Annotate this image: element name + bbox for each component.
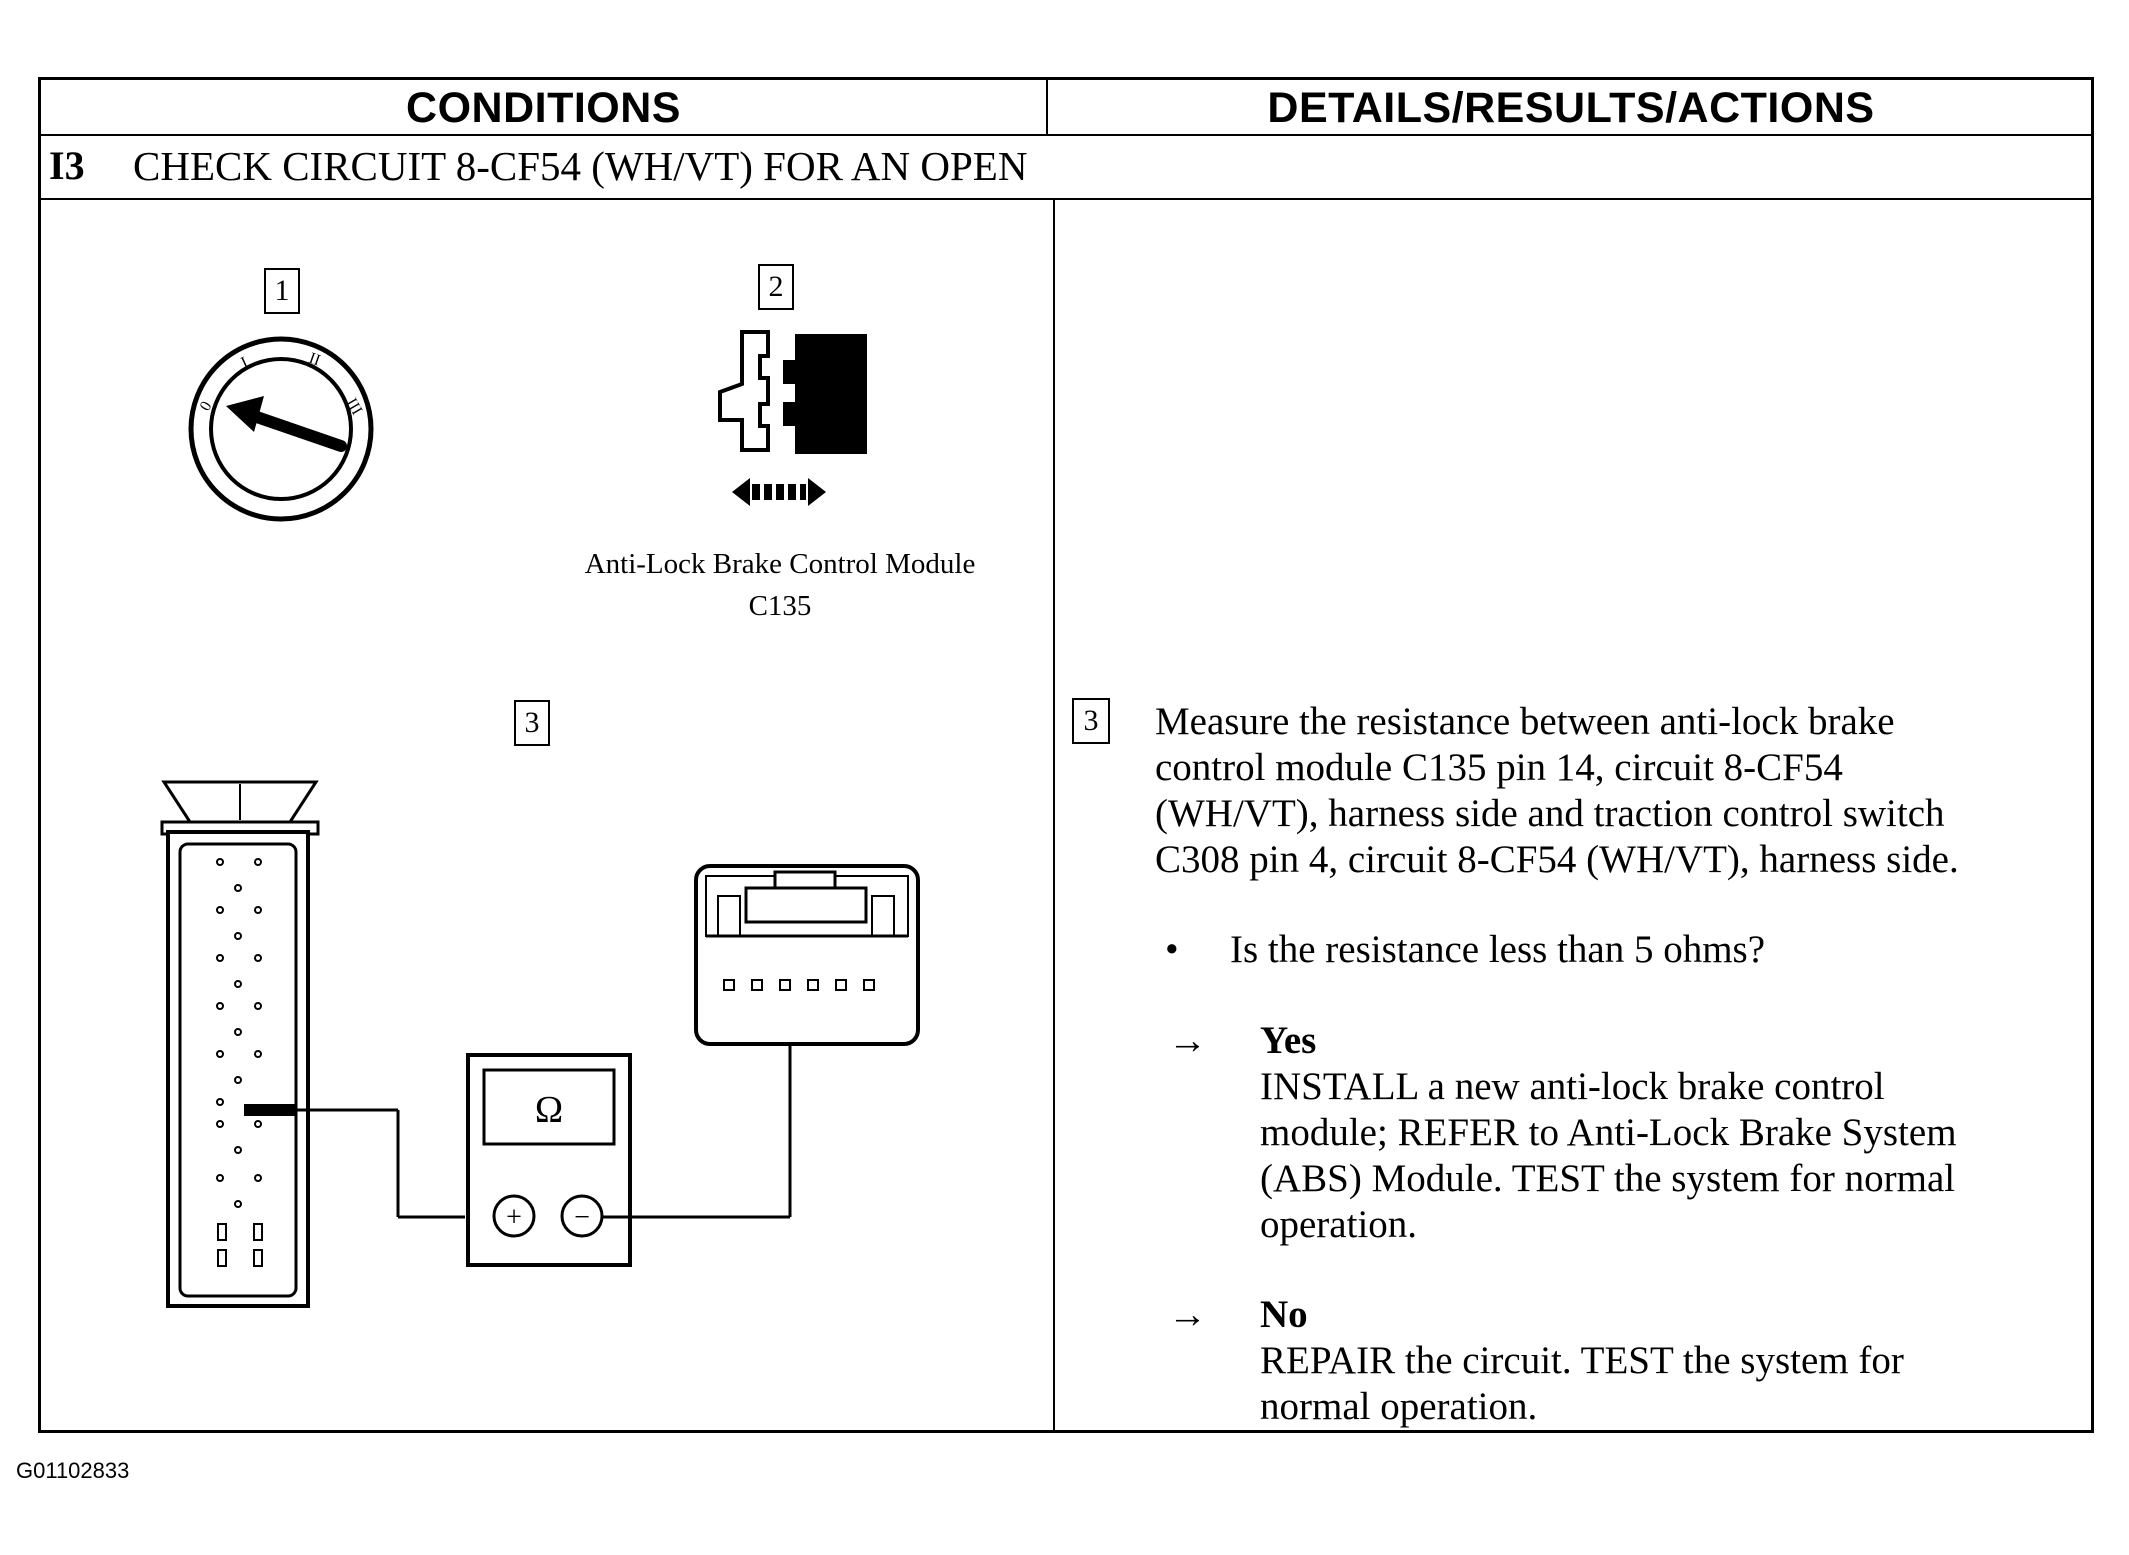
step-number: I3 [49, 143, 85, 188]
ohm-display-text: Ω [535, 1089, 563, 1131]
yes-action-line: module; REFER to Anti-Lock Brake System [1260, 1111, 1957, 1154]
step-title: CHECK CIRCUIT 8-CF54 (WH/VT) FOR AN OPEN [133, 143, 1028, 189]
connector-pins-icon [216, 858, 263, 1267]
column-divider [1053, 200, 1055, 1433]
yes-action-line: INSTALL a new anti-lock brake control [1260, 1065, 1885, 1108]
instruction-line: Measure the resistance between anti-lock… [1155, 700, 1895, 743]
step-title-row: I3 CHECK CIRCUIT 8-CF54 (WH/VT) FOR AN O… [41, 136, 2091, 200]
instruction-line: control module C135 pin 14, circuit 8-CF… [1155, 746, 1843, 789]
module-caption-connector: C135 [748, 590, 812, 622]
probe-left-icon [244, 1104, 296, 1116]
step-box-2: 2 [758, 264, 794, 310]
yes-arrow-icon: → [1168, 1019, 1207, 1062]
ignition-mark-3: III [343, 396, 366, 418]
connector-disconnect-icon [718, 330, 867, 506]
details-header: DETAILS/RESULTS/ACTIONS [1267, 83, 1875, 132]
module-caption-name: Anti-Lock Brake Control Module [584, 548, 976, 580]
no-action-line: normal operation. [1260, 1385, 1538, 1428]
plus-terminal: + [506, 1202, 522, 1233]
conditions-header: CONDITIONS [41, 80, 1048, 136]
details-step-box-3: 3 [1072, 698, 1110, 744]
no-result: No REPAIR the circuit. TEST the system f… [1260, 1292, 2080, 1430]
step-box-1: 1 [264, 268, 300, 314]
diagnostic-table: CONDITIONS DETAILS/RESULTS/ACTIONS I3 CH… [38, 77, 2094, 1433]
measurement-wiring-diagram: Ω + − [160, 780, 920, 1308]
ignition-mark-1: I [239, 354, 251, 372]
harness-connector-c308 [694, 864, 920, 1046]
no-label: No [1260, 1293, 1308, 1336]
harness-connector-c135 [160, 780, 320, 1308]
instruction-line: (WH/VT), harness side and traction contr… [1155, 792, 1945, 835]
yes-label: Yes [1260, 1019, 1317, 1062]
instruction-line: C308 pin 4, circuit 8-CF54 (WH/VT), harn… [1155, 838, 1959, 881]
figure-code: G01102833 [16, 1458, 130, 1483]
ignition-mark-0: 0 [197, 399, 216, 414]
ignition-switch-icon: 0 I II III [188, 336, 374, 522]
no-arrow-icon: → [1168, 1293, 1207, 1336]
question-text: Is the resistance less than 5 ohms? [1230, 928, 1766, 971]
step-box-3: 3 [514, 700, 550, 746]
yes-action-line: (ABS) Module. TEST the system for normal [1260, 1157, 1956, 1200]
no-action-line: REPAIR the circuit. TEST the system for [1260, 1339, 1904, 1382]
yes-action-line: operation. [1260, 1203, 1418, 1246]
minus-terminal: − [574, 1202, 590, 1233]
ignition-mark-2: II [307, 350, 323, 370]
ohmmeter-icon: Ω + − [466, 1053, 632, 1267]
instruction-text: Measure the resistance between anti-lock… [1155, 699, 2085, 883]
yes-result: Yes INSTALL a new anti-lock brake contro… [1260, 1018, 2080, 1248]
table-header-row: CONDITIONS DETAILS/RESULTS/ACTIONS [41, 80, 2091, 136]
question-bullet: • [1165, 928, 1179, 971]
